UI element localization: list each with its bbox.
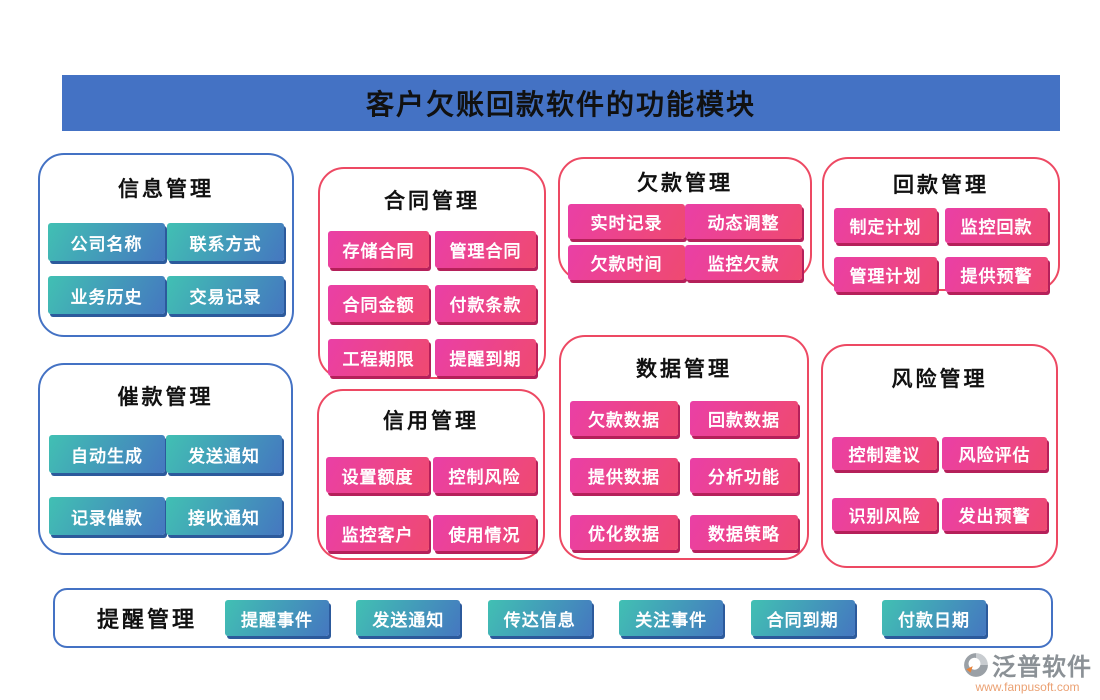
brand-url: www.fanpusoft.com bbox=[975, 680, 1080, 694]
panel-title: 信用管理 bbox=[383, 409, 479, 433]
module-button[interactable]: 欠款数据 bbox=[570, 401, 678, 436]
brand-watermark: 泛普软件 www.fanpusoft.com bbox=[963, 647, 1092, 694]
panel-title: 合同管理 bbox=[384, 189, 480, 213]
panel-title: 信息管理 bbox=[118, 177, 214, 201]
module-button[interactable]: 使用情况 bbox=[433, 515, 536, 551]
module-button[interactable]: 付款条款 bbox=[435, 285, 536, 322]
module-button[interactable]: 公司名称 bbox=[48, 223, 165, 261]
module-button[interactable]: 监控回款 bbox=[945, 208, 1048, 243]
button-group: 提醒事件发送通知传达信息关注事件合同到期付款日期 bbox=[225, 600, 986, 636]
module-button[interactable]: 业务历史 bbox=[48, 276, 165, 314]
button-group: 制定计划监控回款管理计划提供预警 bbox=[834, 208, 1048, 292]
button-group: 控制建议风险评估识别风险发出预警 bbox=[832, 437, 1047, 531]
panel-contract-management: 合同管理 存储合同管理合同合同金额付款条款工程期限提醒到期 bbox=[318, 167, 546, 379]
module-button[interactable]: 发送通知 bbox=[356, 600, 461, 636]
button-group: 实时记录动态调整欠款时间监控欠款 bbox=[568, 204, 802, 280]
panel-data-management: 数据管理 欠款数据回款数据提供数据分析功能优化数据数据策略 bbox=[559, 335, 809, 560]
module-button[interactable]: 提供预警 bbox=[945, 257, 1048, 292]
module-button[interactable]: 欠款时间 bbox=[568, 245, 685, 280]
module-button[interactable]: 控制建议 bbox=[832, 437, 937, 470]
module-button[interactable]: 联系方式 bbox=[167, 223, 284, 261]
button-group: 设置额度控制风险监控客户使用情况 bbox=[326, 457, 536, 551]
module-button[interactable]: 发送通知 bbox=[166, 435, 282, 473]
module-button[interactable]: 合同到期 bbox=[750, 600, 855, 636]
module-button[interactable]: 提醒到期 bbox=[435, 339, 536, 376]
module-button[interactable]: 回款数据 bbox=[690, 401, 798, 436]
panel-debt-management: 欠款管理 实时记录动态调整欠款时间监控欠款 bbox=[558, 157, 812, 281]
module-button[interactable]: 提供数据 bbox=[570, 458, 678, 493]
module-button[interactable]: 记录催款 bbox=[49, 497, 165, 535]
page-title: 客户欠账回款软件的功能模块 bbox=[365, 90, 756, 121]
module-button[interactable]: 动态调整 bbox=[685, 204, 802, 239]
panel-title: 风险管理 bbox=[891, 367, 988, 391]
panel-credit-management: 信用管理 设置额度控制风险监控客户使用情况 bbox=[317, 389, 545, 560]
module-button[interactable]: 风险评估 bbox=[942, 437, 1047, 470]
module-button[interactable]: 接收通知 bbox=[166, 497, 282, 535]
panel-title: 欠款管理 bbox=[637, 171, 733, 195]
module-button[interactable]: 控制风险 bbox=[433, 457, 536, 493]
panel-dunning-management: 催款管理 自动生成发送通知记录催款接收通知 bbox=[38, 363, 293, 555]
module-button[interactable]: 工程期限 bbox=[328, 339, 429, 376]
panel-title: 提醒管理 bbox=[97, 607, 198, 632]
module-button[interactable]: 实时记录 bbox=[568, 204, 685, 239]
module-button[interactable]: 发出预警 bbox=[942, 498, 1047, 531]
module-button[interactable]: 优化数据 bbox=[570, 515, 678, 550]
title-banner: 客户欠账回款软件的功能模块 bbox=[62, 75, 1060, 131]
panel-risk-management: 风险管理 控制建议风险评估识别风险发出预警 bbox=[821, 344, 1058, 568]
module-button[interactable]: 付款日期 bbox=[881, 600, 986, 636]
panel-information-management: 信息管理 公司名称联系方式业务历史交易记录 bbox=[38, 153, 294, 337]
module-button[interactable]: 识别风险 bbox=[832, 498, 937, 531]
module-button[interactable]: 合同金额 bbox=[328, 285, 429, 322]
module-button[interactable]: 交易记录 bbox=[167, 276, 284, 314]
module-button[interactable]: 分析功能 bbox=[690, 458, 798, 493]
module-button[interactable]: 自动生成 bbox=[49, 435, 165, 473]
panel-title: 回款管理 bbox=[893, 173, 989, 197]
panel-reminder-management: 提醒管理 提醒事件发送通知传达信息关注事件合同到期付款日期 bbox=[53, 588, 1053, 648]
panel-title: 数据管理 bbox=[636, 357, 732, 381]
module-button[interactable]: 制定计划 bbox=[834, 208, 937, 243]
button-group: 欠款数据回款数据提供数据分析功能优化数据数据策略 bbox=[570, 401, 798, 550]
panel-payment-collection-management: 回款管理 制定计划监控回款管理计划提供预警 bbox=[822, 157, 1060, 292]
fanpu-logo-icon bbox=[963, 652, 989, 678]
module-button[interactable]: 管理合同 bbox=[435, 231, 536, 268]
panel-title: 催款管理 bbox=[117, 385, 214, 409]
module-button[interactable]: 关注事件 bbox=[619, 600, 724, 636]
button-group: 自动生成发送通知记录催款接收通知 bbox=[49, 435, 282, 535]
brand-name: 泛普软件 bbox=[992, 655, 1092, 681]
module-button[interactable]: 提醒事件 bbox=[225, 600, 330, 636]
module-button[interactable]: 监控欠款 bbox=[685, 245, 802, 280]
button-group: 公司名称联系方式业务历史交易记录 bbox=[48, 223, 284, 314]
module-button[interactable]: 管理计划 bbox=[834, 257, 937, 292]
button-group: 存储合同管理合同合同金额付款条款工程期限提醒到期 bbox=[328, 231, 536, 376]
module-button[interactable]: 传达信息 bbox=[487, 600, 592, 636]
module-button[interactable]: 存储合同 bbox=[328, 231, 429, 268]
module-button[interactable]: 数据策略 bbox=[690, 515, 798, 550]
module-button[interactable]: 监控客户 bbox=[326, 515, 429, 551]
module-button[interactable]: 设置额度 bbox=[326, 457, 429, 493]
